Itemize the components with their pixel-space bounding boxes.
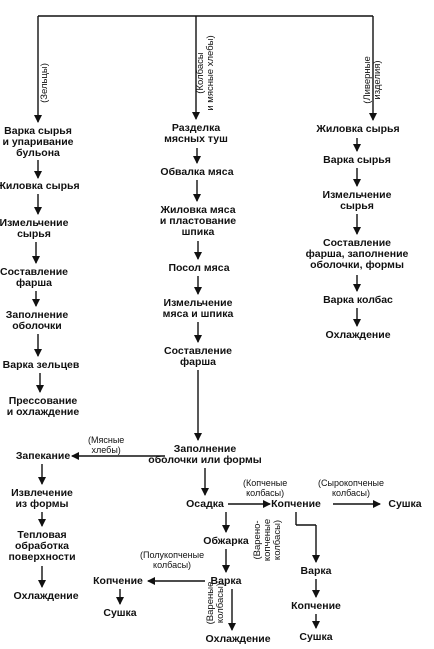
step-cooling-right: Охлаждение [325,329,391,341]
step-cooling-final: Охлаждение [205,633,271,645]
label-boiled-sausage: (Вареные колбасы) [205,581,226,625]
step-grind-raw-right: Измельчение сырья [322,189,392,212]
step-trim-raw-left: Жиловка сырья [0,180,80,192]
step-boil-zeltsy: Варка зельцев [2,359,80,371]
branch-label-kolbasy: (Колбасы и мясные хлебы) [195,35,216,111]
step-compose-mince-left: Составление фарша [0,266,69,289]
step-compose-mince-mid: Составление фарша [163,345,233,368]
step-boil-boiled-smoked: Варка [300,565,332,577]
label-semi-smoked: (Полукопченые колбасы) [140,550,205,570]
step-smoking: Копчение [271,498,321,510]
step-roasting: Обжарка [203,535,249,547]
step-carcass-cutting: Разделка мясных туш [164,122,228,145]
step-boil-sausage: Варка колбас [323,294,393,306]
step-trim-meat-fat: Жиловка мяса и пластование шпика [159,204,237,238]
step-grind-meat-fat: Измельчение мяса и шпика [162,297,234,320]
step-trim-raw-right: Жиловка сырья [316,123,400,135]
step-boil-raw-broth: Варка сырья и упаривание бульона [2,125,74,159]
step-salting: Посол мяса [168,262,230,274]
branch-label-livernye: (Ливерные изделия) [362,56,383,104]
branch-label-zeltsy: (Зельцы) [39,63,50,103]
step-drying-raw-smoked: Сушка [388,498,422,510]
step-smoking-boiled-smoked: Копчение [291,600,341,612]
step-fill-casing-form: Заполнение оболочки или формы [148,443,262,466]
step-smoking-semi: Копчение [93,575,143,587]
label-boiled-smoked: (Варено- копченые колбасы) [252,518,283,562]
label-smoked-sausage: (Копченые колбасы) [243,478,288,498]
step-baking: Запекание [15,450,71,462]
step-cooling-bread: Охлаждение [13,590,79,602]
step-settling: Осадка [186,498,224,510]
step-surface-heat: Тепловая обработка поверхности [8,529,76,563]
step-press-cool: Прессование и охлаждение [6,395,80,418]
step-grind-raw-left: Измельчение сырья [0,217,69,240]
step-deboning: Обвалка мяса [160,166,234,178]
label-meat-bread: (Мясные хлебы) [88,435,125,455]
label-raw-smoked: (Сырокопченые колбасы) [318,478,385,498]
step-fill-casing-left: Заполнение оболочки [5,309,69,332]
step-drying-semi: Сушка [103,607,137,619]
step-compose-fill-right: Составление фарша, заполнение оболочки, … [305,237,409,271]
step-remove-form: Извлечение из формы [11,487,73,510]
step-drying-boiled-smoked: Сушка [299,631,333,643]
step-boil-raw-right: Варка сырья [323,154,391,166]
step-boiling: Варка [210,575,242,587]
